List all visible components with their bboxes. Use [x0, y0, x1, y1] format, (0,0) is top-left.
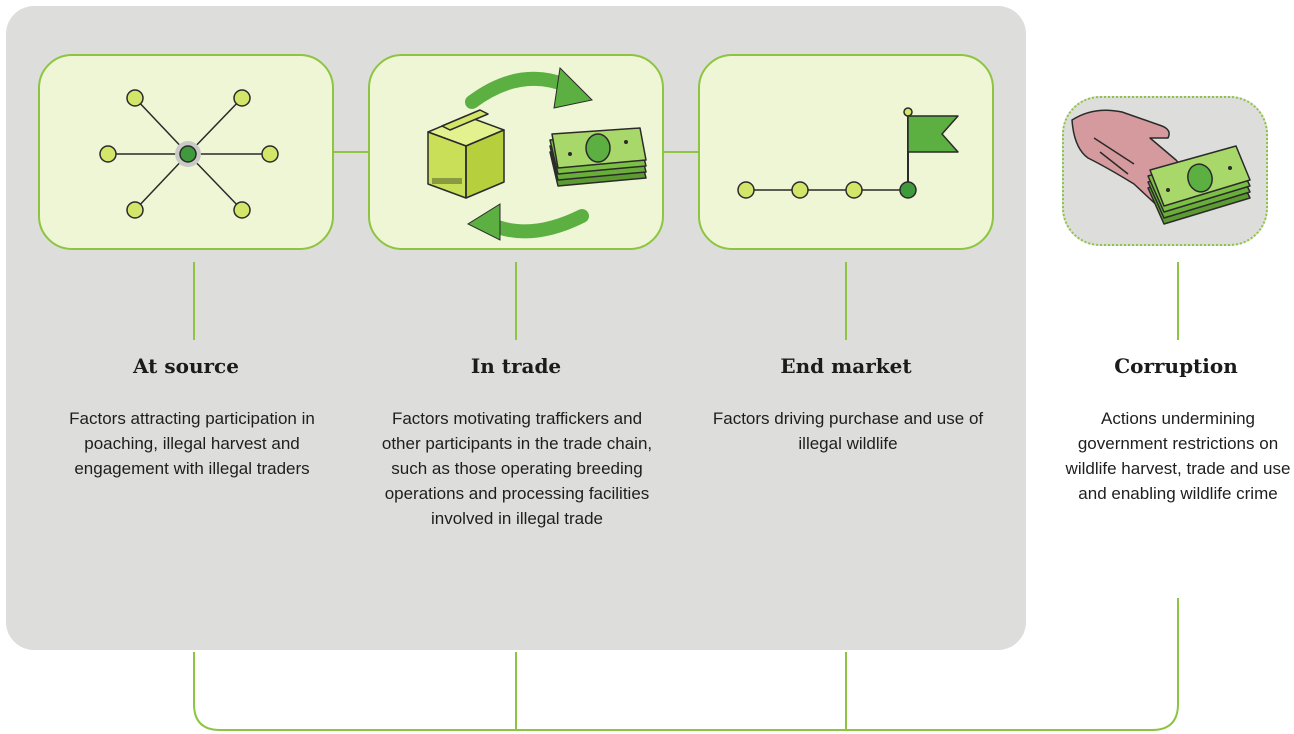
hand-cash-bribe-icon	[1071, 109, 1251, 225]
flag-icon	[907, 115, 959, 153]
corruption-description: Actions undermining government restricti…	[1065, 409, 1291, 503]
at-source-description: Factors attracting participation in poac…	[69, 409, 315, 478]
box-money-exchange-icon	[427, 66, 647, 241]
in-trade-description: Factors motivating traffickers and other…	[381, 409, 653, 528]
end-market-heading: End market	[780, 354, 912, 378]
arrow-right-curved-icon	[465, 71, 575, 109]
at-source-card	[38, 54, 334, 250]
arrow-left-curved-icon	[483, 209, 589, 239]
in-trade-heading: In trade	[470, 354, 562, 378]
in-trade-card	[368, 54, 664, 250]
end-market-description: Factors driving purchase and use of ille…	[712, 409, 984, 453]
money-stack-icon	[549, 127, 647, 187]
path-to-flag-icon	[737, 107, 959, 199]
bottom-bracket	[193, 598, 1179, 731]
corruption-card	[1062, 96, 1268, 246]
cardboard-box-icon	[427, 109, 505, 199]
at-source-heading: At source	[133, 354, 239, 378]
end-market-card	[698, 54, 994, 250]
cash-bills-icon	[1147, 145, 1251, 225]
network-hub-icon	[99, 89, 279, 219]
corruption-heading: Corruption	[1114, 354, 1238, 378]
